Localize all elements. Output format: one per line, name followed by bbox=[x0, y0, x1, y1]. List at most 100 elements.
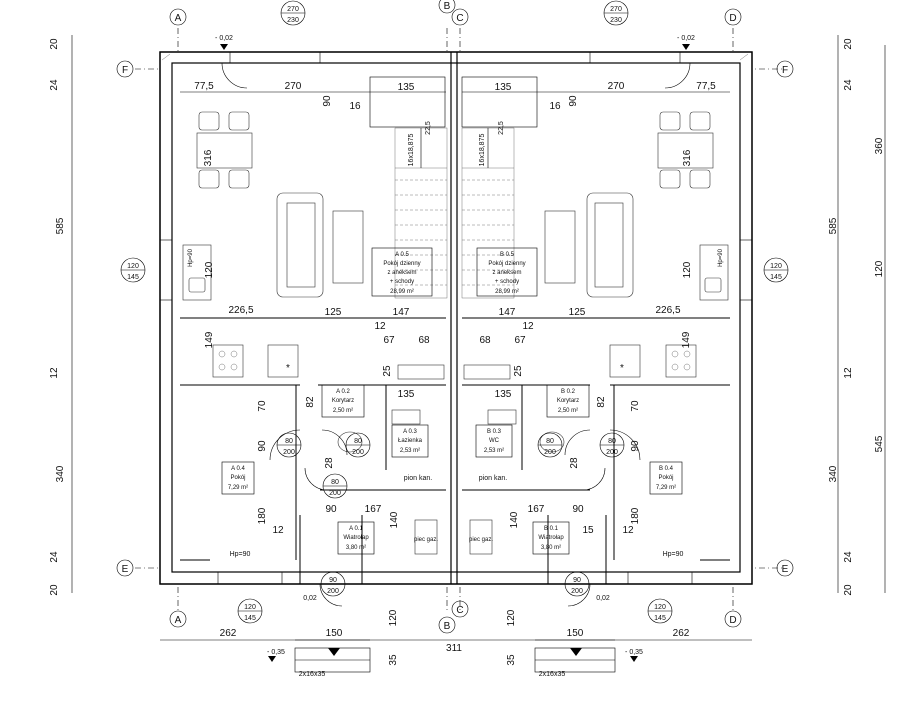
svg-text:262: 262 bbox=[673, 628, 690, 639]
svg-text:135: 135 bbox=[398, 389, 415, 400]
svg-text:3,80 m²: 3,80 m² bbox=[346, 545, 366, 551]
svg-text:80: 80 bbox=[354, 438, 362, 445]
svg-text:340: 340 bbox=[55, 465, 66, 482]
svg-text:16: 16 bbox=[349, 101, 361, 112]
svg-text:B 0.3: B 0.3 bbox=[487, 429, 502, 435]
window-tag-side-left: 120 145 bbox=[120, 257, 146, 283]
svg-text:- 0,02: - 0,02 bbox=[215, 35, 233, 42]
svg-text:120: 120 bbox=[388, 609, 399, 626]
svg-text:82: 82 bbox=[596, 396, 607, 408]
svg-text:167: 167 bbox=[365, 504, 382, 515]
svg-text:24: 24 bbox=[49, 79, 60, 91]
svg-text:D: D bbox=[729, 13, 736, 24]
svg-text:20: 20 bbox=[843, 38, 854, 50]
svg-text:125: 125 bbox=[325, 307, 342, 318]
svg-text:135: 135 bbox=[398, 82, 415, 93]
window-tag-bottom-left: 120 145 bbox=[237, 598, 263, 624]
svg-text:120: 120 bbox=[654, 604, 666, 611]
svg-text:262: 262 bbox=[220, 628, 237, 639]
svg-text:B 0.5: B 0.5 bbox=[500, 252, 515, 258]
svg-text:270: 270 bbox=[285, 81, 302, 92]
svg-text:Hp=90: Hp=90 bbox=[663, 551, 684, 558]
svg-text:Pokój dzienny: Pokój dzienny bbox=[488, 261, 525, 267]
room-label-b-0-3: B 0.3 WC 2,53 m² bbox=[475, 424, 513, 458]
axis-marker-e-left: E bbox=[116, 559, 134, 577]
label-piec-left: piec gaz. bbox=[414, 537, 438, 543]
svg-text:- 0,35: - 0,35 bbox=[267, 649, 285, 656]
svg-text:z aneksem: z aneksem bbox=[492, 270, 521, 276]
svg-text:B: B bbox=[444, 621, 451, 632]
svg-text:F: F bbox=[122, 65, 128, 76]
svg-text:140: 140 bbox=[509, 511, 520, 528]
label-pion-kan-left: pion kan. bbox=[404, 475, 432, 482]
svg-text:*: * bbox=[286, 363, 290, 374]
svg-text:2,50 m²: 2,50 m² bbox=[558, 408, 578, 414]
svg-text:180: 180 bbox=[630, 507, 641, 524]
svg-text:120: 120 bbox=[244, 604, 256, 611]
svg-text:135: 135 bbox=[495, 389, 512, 400]
axis-marker-f-right: F bbox=[776, 60, 794, 78]
svg-text:2,53 m²: 2,53 m² bbox=[484, 448, 504, 454]
svg-text:226,5: 226,5 bbox=[228, 305, 253, 316]
svg-text:20: 20 bbox=[49, 584, 60, 596]
svg-text:16x18,875: 16x18,875 bbox=[479, 134, 486, 167]
svg-text:28,99 m²: 28,99 m² bbox=[390, 289, 414, 295]
svg-text:*: * bbox=[620, 363, 624, 374]
svg-text:B 0.2: B 0.2 bbox=[561, 389, 576, 395]
svg-text:80: 80 bbox=[608, 438, 616, 445]
window-tag-side-right: 120 145 bbox=[763, 257, 789, 283]
svg-text:12: 12 bbox=[622, 525, 634, 536]
svg-text:316: 316 bbox=[203, 149, 214, 166]
svg-text:200: 200 bbox=[283, 449, 295, 456]
interior-dimensions-left: 77,5 270 90 16 135 316 120 226,5 125 147… bbox=[194, 81, 430, 536]
svg-text:Łazienka: Łazienka bbox=[398, 438, 423, 444]
svg-text:0,02: 0,02 bbox=[596, 595, 610, 602]
svg-text:360: 360 bbox=[874, 137, 885, 154]
svg-text:82: 82 bbox=[305, 396, 316, 408]
svg-text:77,5: 77,5 bbox=[194, 81, 214, 92]
svg-text:585: 585 bbox=[55, 217, 66, 234]
svg-text:149: 149 bbox=[204, 331, 215, 348]
room-label-a-0-3: A 0.3 Łazienka 2,53 m² bbox=[391, 424, 429, 458]
svg-text:28: 28 bbox=[324, 457, 335, 469]
room-labels: A 0.5 Pokój dzienny z aneksem + schody 2… bbox=[221, 247, 683, 555]
svg-text:B 0.1: B 0.1 bbox=[544, 526, 559, 532]
svg-text:120: 120 bbox=[204, 261, 215, 278]
svg-text:120: 120 bbox=[506, 609, 517, 626]
axis-marker-a-bottom: A bbox=[169, 610, 187, 628]
svg-text:230: 230 bbox=[287, 17, 299, 24]
svg-text:0,02: 0,02 bbox=[303, 595, 317, 602]
label-pion-kan-right: pion kan. bbox=[479, 475, 507, 482]
bathroom-fixtures bbox=[337, 364, 565, 453]
svg-text:340: 340 bbox=[828, 465, 839, 482]
svg-text:145: 145 bbox=[244, 615, 256, 622]
svg-text:A 0.2: A 0.2 bbox=[336, 389, 350, 395]
svg-text:Pokój dzienny: Pokój dzienny bbox=[383, 261, 420, 267]
svg-text:E: E bbox=[122, 564, 129, 575]
svg-text:A: A bbox=[175, 13, 182, 24]
door-tag-5: 80 200 bbox=[599, 432, 625, 458]
door-tag-entry-right: 90 200 bbox=[564, 571, 590, 597]
svg-text:3,80 m²: 3,80 m² bbox=[541, 545, 561, 551]
axis-marker-e-right: E bbox=[776, 559, 794, 577]
svg-text:D: D bbox=[729, 615, 736, 626]
svg-text:- 0,02: - 0,02 bbox=[677, 35, 695, 42]
svg-text:B 0.4: B 0.4 bbox=[659, 466, 674, 472]
svg-text:B: B bbox=[444, 1, 451, 12]
svg-text:147: 147 bbox=[499, 307, 516, 318]
svg-text:80: 80 bbox=[285, 438, 293, 445]
label-piec-right: piec gaz. bbox=[469, 537, 493, 543]
door-tag-2: 80 200 bbox=[345, 432, 371, 458]
svg-text:68: 68 bbox=[479, 335, 491, 346]
door-tag-entry-left: 90 200 bbox=[320, 571, 346, 597]
svg-text:167: 167 bbox=[528, 504, 545, 515]
axis-markers: A B C D A B C D F F E E bbox=[116, 0, 794, 634]
svg-text:16x18,875: 16x18,875 bbox=[408, 134, 415, 167]
svg-text:149: 149 bbox=[681, 331, 692, 348]
svg-text:226,5: 226,5 bbox=[655, 305, 680, 316]
svg-text:120: 120 bbox=[682, 261, 693, 278]
svg-text:200: 200 bbox=[544, 449, 556, 456]
svg-text:A: A bbox=[175, 615, 182, 626]
svg-text:2,50 m²: 2,50 m² bbox=[333, 408, 353, 414]
svg-text:12: 12 bbox=[49, 367, 60, 379]
